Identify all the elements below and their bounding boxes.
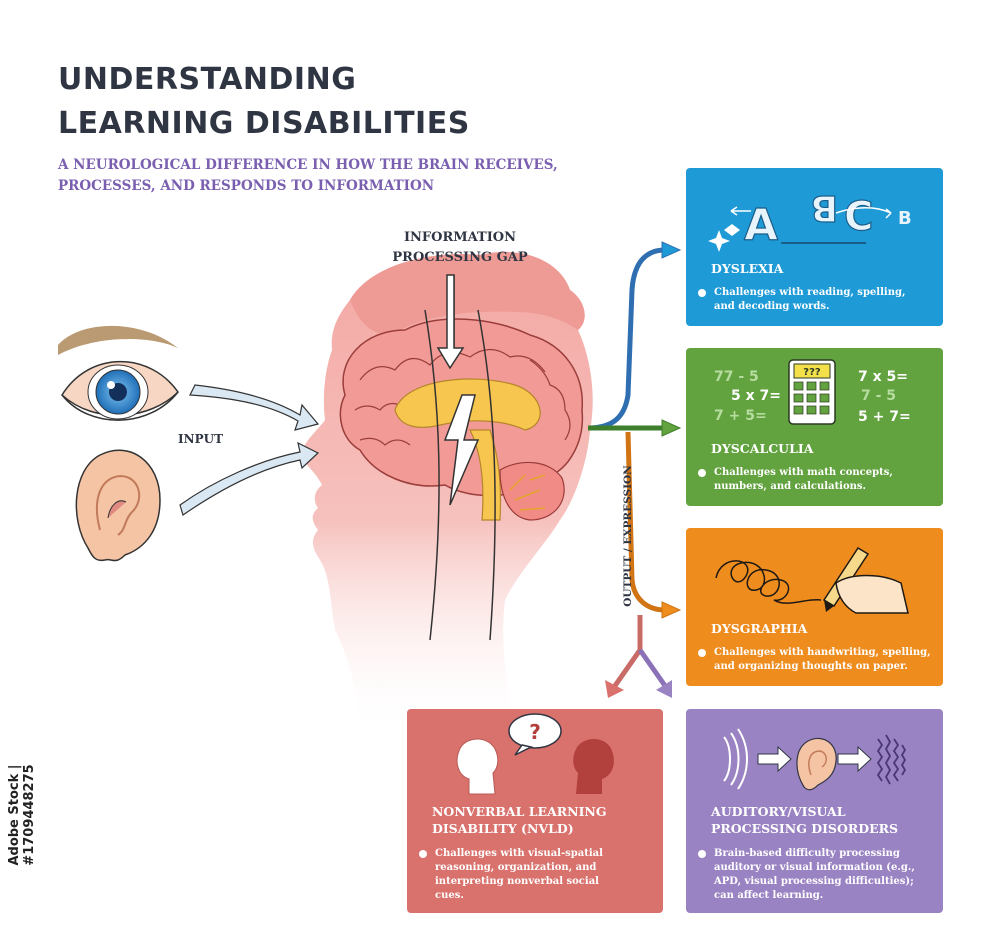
- dysgraphia-desc: Challenges with handwriting, spelling, a…: [698, 646, 931, 674]
- dyscalculia-desc-line-1: Challenges with math concepts,: [714, 467, 893, 478]
- dysgraphia-desc-line-2: and organizing thoughts on paper.: [714, 661, 908, 672]
- letter-b-small: B: [898, 208, 912, 229]
- auditory-desc-line-2: auditory or visual information (e.g.,: [714, 862, 915, 873]
- eq-7x5: 7 x 5=: [858, 369, 908, 385]
- dyscalculia-icon: 77 - 5 5 x 7= 7 + 5= 7 x 5= 7 - 5 5 + 7=…: [714, 359, 911, 425]
- ear-icon: [75, 449, 161, 562]
- eq-5x7: 5 x 7=: [731, 388, 781, 404]
- eq-7-minus-5: 7 - 5: [861, 388, 896, 404]
- question-mark-icon: ?: [529, 720, 541, 744]
- letter-c: C: [844, 194, 873, 240]
- nvld-desc-line-4: cues.: [435, 890, 464, 901]
- nvld-desc: Challenges with visual-spatial reasoning…: [419, 847, 603, 903]
- card-nvld: ? NONVERBAL LEARNING DISABILITY (NVLD) C…: [407, 709, 663, 913]
- letter-b-flipped: B: [811, 187, 838, 228]
- auditory-desc-line-1: Brain-based difficulty processing: [714, 848, 900, 859]
- dysgraphia-icon: [715, 546, 909, 614]
- calculator-display: ???: [803, 367, 821, 378]
- nvld-desc-line-3: interpreting nonverbal social: [435, 876, 599, 887]
- dyscalculia-desc-line-2: numbers, and calculations.: [714, 481, 867, 492]
- speech-bubble: ?: [508, 713, 562, 756]
- gap-line-2: PROCESSING GAP: [392, 250, 528, 265]
- nvld-title-line-2: DISABILITY (NVLD): [432, 821, 574, 836]
- auditory-icon: [723, 728, 907, 791]
- processing-gap-marker: [424, 274, 496, 641]
- person-silhouette-right: [573, 739, 614, 794]
- auditory-title-line-2: PROCESSING DISORDERS: [711, 821, 899, 836]
- dyslexia-icon: A B C B: [708, 186, 912, 252]
- processing-gap-label: INFORMATION PROCESSING GAP: [385, 228, 535, 268]
- title-line-1: UNDERSTANDING: [58, 62, 357, 97]
- dyscalculia-title: DYSCALCULIA: [711, 441, 814, 456]
- person-silhouette-left: [456, 738, 499, 795]
- dyslexia-desc-line-1: Challenges with reading, spelling,: [714, 287, 906, 298]
- gap-line-1: INFORMATION: [403, 230, 517, 245]
- output-arrows: [587, 241, 682, 698]
- page-title: UNDERSTANDING LEARNING DISABILITIES: [58, 58, 470, 146]
- dysgraphia-desc-line-1: Challenges with handwriting, spelling,: [714, 647, 931, 658]
- dyslexia-desc-line-2: and decoding words.: [714, 301, 830, 312]
- nvld-title-line-1: NONVERBAL LEARNING: [432, 804, 607, 819]
- input-arrows: [179, 384, 320, 516]
- eq-5plus7: 5 + 7=: [858, 409, 911, 425]
- page-subtitle: A NEUROLOGICAL DIFFERENCE IN HOW THE BRA…: [58, 155, 638, 197]
- subtitle-line-1: A NEUROLOGICAL DIFFERENCE IN HOW THE BRA…: [58, 157, 558, 173]
- auditory-desc-line-4: can affect learning.: [714, 890, 824, 901]
- dyslexia-title: DYSLEXIA: [711, 261, 784, 276]
- title-line-2: LEARNING DISABILITIES: [58, 106, 470, 141]
- output-label: OUTPUT / EXPRESSION: [622, 465, 634, 607]
- letter-a: A: [744, 200, 778, 251]
- auditory-desc: Brain-based difficulty processing audito…: [698, 847, 915, 903]
- auditory-title: AUDITORY/VISUAL PROCESSING DISORDERS: [711, 803, 898, 837]
- pencil-icon: [822, 546, 870, 608]
- nvld-icon: ?: [456, 713, 614, 795]
- sound-waves-scrambled: [876, 734, 907, 785]
- dysgraphia-title: DYSGRAPHIA: [711, 621, 808, 636]
- card-dysgraphia: DYSGRAPHIA Challenges with handwriting, …: [686, 528, 943, 686]
- hand-icon: [835, 574, 909, 614]
- subtitle-line-2: PROCESSES, AND RESPONDS TO INFORMATION: [58, 178, 435, 194]
- dyslexia-desc: Challenges with reading, spelling, and d…: [698, 286, 905, 314]
- nvld-title: NONVERBAL LEARNING DISABILITY (NVLD): [432, 803, 607, 837]
- nvld-desc-line-1: Challenges with visual-spatial: [435, 848, 603, 859]
- input-label: INPUT: [178, 432, 223, 446]
- card-auditory-visual: AUDITORY/VISUAL PROCESSING DISORDERS Bra…: [686, 709, 943, 913]
- calculator-icon: ???: [788, 359, 836, 425]
- nvld-desc-line-2: reasoning, organization, and: [435, 862, 597, 873]
- ear-icon-small: [796, 737, 837, 791]
- auditory-title-line-1: AUDITORY/VISUAL: [711, 804, 846, 819]
- card-dyslexia: A B C B DYSLEXIA Challenges with reading…: [686, 168, 943, 326]
- card-dyscalculia: 77 - 5 5 x 7= 7 + 5= 7 x 5= 7 - 5 5 + 7=…: [686, 348, 943, 506]
- stock-id-watermark: Adobe Stock | #1709448275: [7, 764, 37, 866]
- eq-77-minus-5: 77 - 5: [714, 369, 759, 385]
- eq-7plus5: 7 + 5=: [714, 408, 767, 424]
- dyscalculia-desc: Challenges with math concepts, numbers, …: [698, 466, 893, 494]
- sound-waves-left: [723, 728, 748, 790]
- auditory-desc-line-3: APD, visual processing difficulties);: [714, 876, 914, 887]
- eye-icon: [58, 325, 179, 421]
